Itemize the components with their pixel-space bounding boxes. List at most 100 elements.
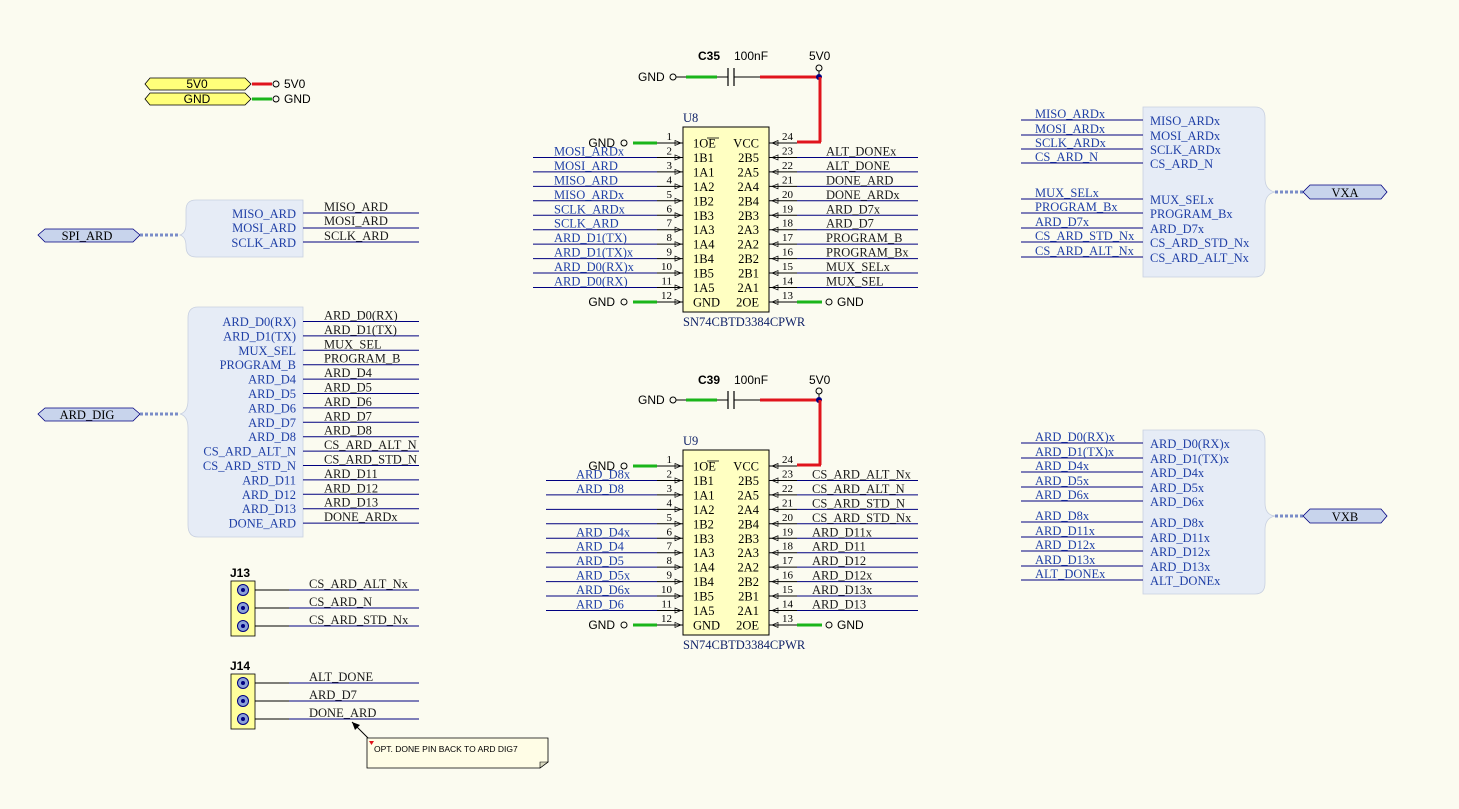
c35-value: 100nF — [734, 49, 768, 63]
net-label: CS_ARD_STD_Nx — [309, 613, 409, 627]
gnd-port-label: GND — [588, 459, 615, 473]
net-label: ARD_D11x — [812, 525, 873, 539]
gnd-port-label: GND — [588, 618, 615, 632]
pin-name: 1A4 — [693, 561, 715, 575]
harness-entry: ARD_D12 — [242, 488, 296, 502]
pin-name: 2A2 — [737, 561, 759, 575]
c39-power-label: 5V0 — [809, 373, 831, 387]
pin-name: 1A2 — [693, 180, 715, 194]
harness-connector-spi[interactable] — [37, 228, 141, 243]
pin-name: 1A2 — [693, 503, 715, 517]
pin-number: 12 — [661, 613, 672, 625]
net-label: CS_ARD_STD_N — [812, 496, 905, 510]
pin-number: 8 — [667, 232, 673, 244]
net-label: PROGRAM_Bx — [1035, 200, 1118, 214]
net-label: MOSI_ARDx — [554, 144, 625, 158]
net-label: SCLK_ARDx — [1035, 136, 1107, 150]
net-label: ARD_D1(TX) — [324, 323, 397, 337]
net-label: MISO_ARD — [554, 173, 618, 187]
net-5v0-label: 5V0 — [284, 77, 306, 91]
pin-number: 17 — [782, 555, 794, 567]
net-label: MOSI_ARD — [554, 159, 618, 173]
net-label: ARD_D13x — [1035, 553, 1096, 567]
pin-number: 14 — [782, 599, 794, 611]
harness-entry: ARD_D6x — [1150, 495, 1205, 509]
c35-ref: C35 — [698, 49, 720, 63]
harness-entry: ARD_D0(RX) — [222, 315, 296, 329]
net-label: PROGRAM_B — [324, 352, 400, 366]
net-label: ARD_D6 — [324, 395, 372, 409]
pin-number: 7 — [667, 541, 673, 553]
pin-number: 1 — [667, 131, 673, 143]
pin-name: 1B4 — [693, 575, 715, 589]
net-label: ARD_D5x — [576, 569, 631, 583]
pin-number: 20 — [782, 512, 794, 524]
harness-entry: CS_ARD_STD_N — [203, 459, 296, 473]
net-label: ARD_D5x — [1035, 474, 1090, 488]
pin-number: 2 — [667, 145, 673, 157]
harness-entry: MOSI_ARD — [232, 221, 296, 235]
net-label: CS_ARD_STD_N — [324, 453, 417, 467]
power-port-gnd-label: GND — [184, 92, 211, 106]
net-label: SCLK_ARD — [554, 217, 619, 231]
net-label: ARD_D13 — [324, 496, 378, 510]
harness-entry: MUX_SELx — [1150, 193, 1215, 207]
pin-name: 2A4 — [737, 180, 759, 194]
pin-name: 2A4 — [737, 503, 759, 517]
net-label: ARD_D7x — [1035, 215, 1090, 229]
pin-name: 2OE — [736, 295, 759, 309]
net-label: ARD_D12 — [812, 554, 866, 568]
net-label: DONE_ARD — [309, 706, 376, 720]
net-label: ARD_D4 — [324, 366, 373, 380]
harness-spi-label: SPI_ARD — [62, 229, 113, 243]
harness-entry: CS_ARD_N — [1150, 157, 1213, 171]
net-label: ARD_D7 — [324, 409, 372, 423]
harness-entry: ARD_D11 — [242, 473, 296, 487]
harness-entry: PROGRAM_Bx — [1150, 207, 1233, 221]
harness-ard-dig[interactable]: ARD_DIG ARD_D0(RX)ARD_D1(TX)MUX_SELPROGR… — [37, 306, 419, 538]
net-label: PROGRAM_Bx — [826, 246, 909, 260]
harness-entry: CS_ARD_ALT_N — [203, 445, 296, 459]
harness-entry: CS_ARD_STD_Nx — [1150, 236, 1250, 250]
pin-name: 1A1 — [693, 488, 715, 502]
harness-connector-vxb[interactable] — [1302, 508, 1388, 524]
harness-connector-vxa[interactable] — [1302, 184, 1388, 200]
capacitor-c39[interactable]: C39 100nF 5V0 GND — [638, 373, 831, 467]
pin-number: 15 — [782, 261, 794, 273]
harness-connector-dig[interactable] — [37, 407, 141, 422]
j14-ref: J14 — [230, 659, 250, 673]
power-port-5v0[interactable]: 5V0 5V0 — [144, 77, 306, 91]
pin-number: 13 — [782, 613, 794, 625]
pin-number: 5 — [667, 189, 673, 201]
harness-entry: ARD_D7 — [248, 416, 296, 430]
harness-entry: ARD_D12x — [1150, 545, 1211, 559]
note-box[interactable]: OPT. DONE PIN BACK TO ARD DIG7 — [351, 721, 549, 769]
note-text: OPT. DONE PIN BACK TO ARD DIG7 — [374, 744, 518, 754]
capacitor-c35[interactable]: C35 100nF 5V0 GND — [638, 49, 831, 144]
net-label: CS_ARD_ALT_N — [812, 482, 905, 496]
pin-name: 2A2 — [737, 238, 759, 252]
pin-number: 3 — [667, 483, 673, 495]
power-port-gnd[interactable]: GND GND — [144, 92, 311, 106]
harness-entry: SCLK_ARD — [231, 236, 296, 250]
harness-spi-ard[interactable]: SPI_ARD MISO_ARD MOSI_ARD SCLK_ARD MISO_… — [37, 199, 419, 258]
pin-number: 23 — [782, 468, 794, 480]
ic-part-number: SN74CBTD3384CPWR — [683, 638, 806, 652]
net-label: ARD_D0(RX)x — [1035, 430, 1116, 444]
net-label: ARD_D8 — [324, 424, 372, 438]
pin-number: 20 — [782, 189, 794, 201]
pin-number: 18 — [782, 218, 794, 230]
pin-name: 1A3 — [693, 546, 715, 560]
harness-vxa-label: VXA — [1331, 186, 1358, 200]
pin-number: 5 — [667, 512, 673, 524]
net-label: MISO_ARD — [324, 200, 388, 214]
j13-ref: J13 — [230, 566, 250, 580]
net-label: CS_ARD_N — [309, 595, 372, 609]
